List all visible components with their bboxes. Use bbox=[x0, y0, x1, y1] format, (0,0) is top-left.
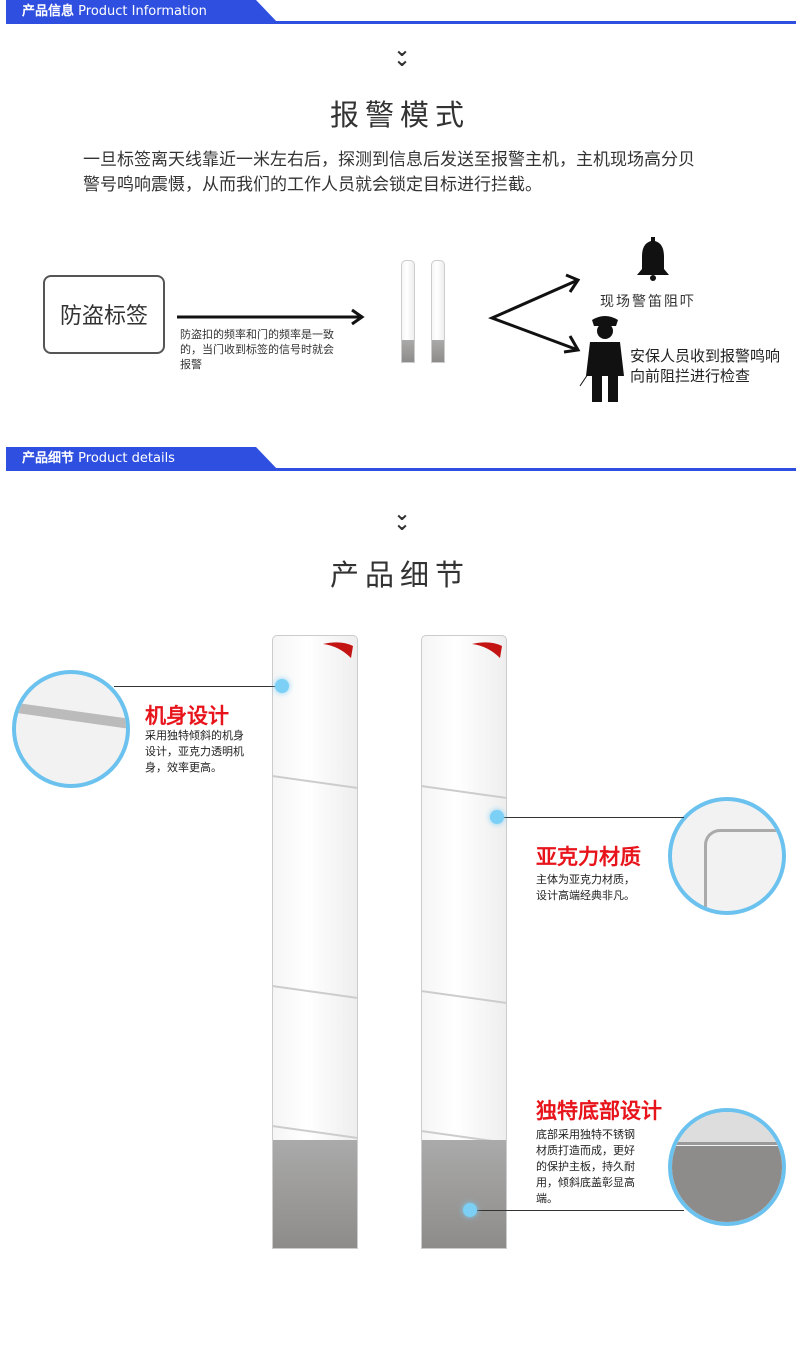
red-accent bbox=[472, 642, 502, 658]
note-line: 报警 bbox=[180, 358, 202, 371]
gate-left bbox=[272, 635, 358, 1249]
desc-line: 设计高端经典非凡。 bbox=[536, 889, 635, 902]
desc-line: 用，倾斜底盖彰显高 bbox=[536, 1176, 635, 1189]
desc-line: 的保护主板，持久耐 bbox=[536, 1160, 635, 1173]
callout-dot bbox=[463, 1203, 477, 1217]
arrows-diagram bbox=[177, 273, 581, 354]
bell-icon bbox=[637, 237, 669, 281]
small-gate-left bbox=[401, 260, 415, 363]
alarm-label: 现场警笛阻吓 bbox=[600, 294, 696, 310]
section-header-product-details: 产品细节 Product details bbox=[6, 447, 796, 473]
header-tab: 产品信息 Product Information bbox=[6, 0, 278, 23]
section-title: 产品细节 bbox=[329, 558, 470, 592]
callout-desc: 主体为亚克力材质， 设计高端经典非凡。 bbox=[536, 872, 635, 904]
anti-theft-tag-box: 防盗标签 bbox=[43, 275, 165, 354]
callout-line bbox=[114, 686, 282, 687]
desc-line: 底部采用独特不锈钢 bbox=[536, 1128, 635, 1141]
section-header-product-information: 产品信息 Product Information bbox=[6, 0, 796, 26]
red-accent bbox=[323, 642, 353, 658]
header-line bbox=[6, 21, 796, 24]
description: 一旦标签离天线靠近一米左右后，探测到信息后发送至报警主机，主机现场高分贝 警号鸣… bbox=[83, 148, 763, 198]
security-guard-icon bbox=[579, 316, 624, 402]
double-chevron-down-icon: ⌄⌄ bbox=[393, 37, 411, 71]
header-line bbox=[6, 468, 796, 471]
desc-line: 端。 bbox=[536, 1192, 558, 1205]
desc-line: 主体为亚克力材质， bbox=[536, 873, 635, 886]
detail-circle-acrylic bbox=[668, 797, 786, 915]
callout-title: 独特底部设计 bbox=[536, 1099, 662, 1123]
arrow-icon bbox=[177, 273, 581, 354]
description-line: 警号鸣响震慑，从而我们的工作人员就会锁定目标进行拦截。 bbox=[83, 175, 542, 195]
callout-dot bbox=[275, 679, 289, 693]
header-cn: 产品细节 bbox=[22, 451, 75, 466]
gate-right bbox=[421, 635, 507, 1249]
note-line: 的，当门收到标签的信号时就会 bbox=[180, 343, 334, 356]
header-cn: 产品信息 bbox=[22, 4, 75, 19]
desc-line: 设计，亚克力透明机 bbox=[145, 745, 244, 758]
small-gate-right bbox=[431, 260, 445, 363]
desc-line: 材质打造而成，更好 bbox=[536, 1144, 635, 1157]
callout-dot bbox=[490, 810, 504, 824]
detail-circle-base bbox=[668, 1108, 786, 1226]
callout-line bbox=[500, 817, 684, 818]
section-title: 报警模式 bbox=[329, 98, 470, 132]
callout-title: 亚克力材质 bbox=[536, 845, 641, 869]
desc-line: 采用独特倾斜的机身 bbox=[145, 729, 244, 742]
header-en: Product details bbox=[78, 451, 175, 466]
callout-desc: 底部采用独特不锈钢 材质打造而成，更好 的保护主板，持久耐 用，倾斜底盖彰显高 … bbox=[536, 1127, 635, 1207]
callout-desc: 采用独特倾斜的机身 设计，亚克力透明机 身，效率更高。 bbox=[145, 728, 244, 776]
header-tab: 产品细节 Product details bbox=[6, 447, 278, 470]
header-en: Product Information bbox=[78, 4, 207, 19]
arrow-note: 防盗扣的频率和门的频率是一致 的，当门收到标签的信号时就会 报警 bbox=[180, 327, 334, 372]
guard-label: 安保人员收到报警鸣响 向前阻拦进行检查 bbox=[630, 346, 780, 386]
guard-line: 安保人员收到报警鸣响 bbox=[630, 347, 781, 365]
detail-circle-body bbox=[12, 670, 130, 788]
guard-line: 向前阻拦进行检查 bbox=[630, 367, 751, 385]
description-line: 一旦标签离天线靠近一米左右后，探测到信息后发送至报警主机，主机现场高分贝 bbox=[83, 150, 695, 170]
double-chevron-down-icon: ⌄⌄ bbox=[393, 501, 411, 535]
callout-line bbox=[474, 1210, 684, 1211]
callout-title: 机身设计 bbox=[145, 704, 229, 728]
desc-line: 身，效率更高。 bbox=[145, 761, 222, 774]
note-line: 防盗扣的频率和门的频率是一致 bbox=[180, 328, 334, 341]
